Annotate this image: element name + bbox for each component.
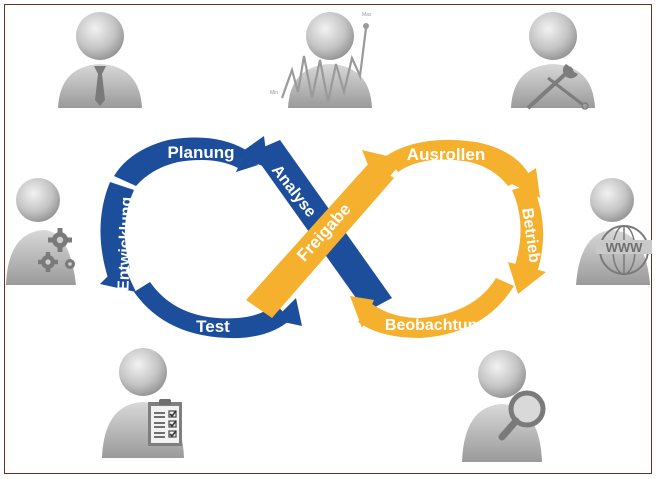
person-gears-icon — [6, 178, 76, 285]
person-tools-icon — [511, 12, 595, 110]
stage-beobachtung-label: Beobachtung — [385, 317, 487, 334]
chart-max-label: Max — [362, 12, 372, 18]
globe-www-text: WWW — [606, 240, 644, 255]
stage-planung-label: Planung — [167, 143, 234, 162]
person-clipboard-icon — [102, 348, 184, 458]
stage-test-label: Test — [196, 317, 230, 336]
stage-ausrollen-label: Ausrollen — [407, 145, 485, 164]
person-magnifier-icon — [462, 350, 546, 462]
person-globe-icon: WWW — [576, 178, 652, 285]
image-frame — [4, 4, 652, 474]
person-business-icon — [58, 12, 142, 108]
chart-min-label: Min — [270, 90, 278, 96]
person-chart-icon: Max Min — [270, 12, 372, 108]
yellow-loop — [246, 139, 546, 338]
stage-entwicklung-label: Entwicklung — [115, 196, 135, 291]
